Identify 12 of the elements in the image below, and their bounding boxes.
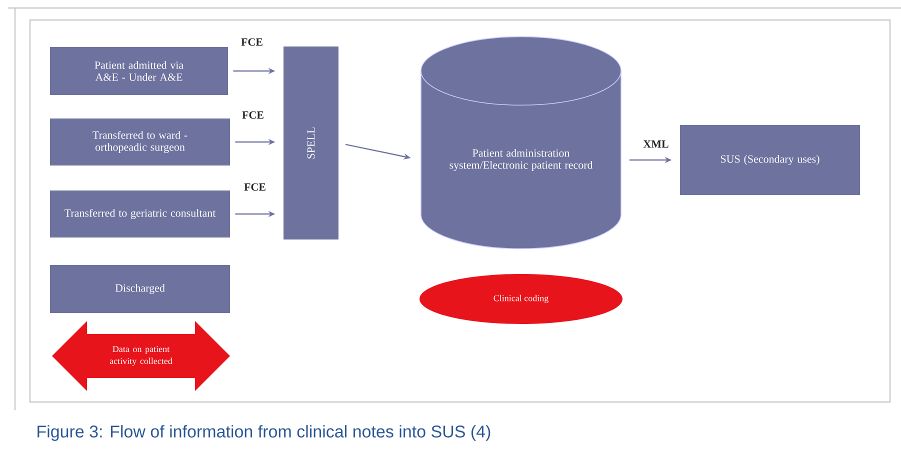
process-box: SUS (Secondary uses) [680, 125, 860, 195]
process-box: Patient admitted via A&E - Under A&E [50, 47, 228, 95]
figure-caption: Figure 3: Flow of information from clinical notes into SUS (4) [38, 425, 490, 441]
edge-label: XML [642, 139, 670, 149]
process-box: Transferred to ward - orthopeadic surgeon [50, 118, 230, 166]
process-box: Transferred to geriatric consultant [50, 190, 230, 238]
process-box: Discharged [50, 265, 230, 313]
edge-label: FCE [240, 37, 264, 47]
spell-bar: SPELL [284, 46, 338, 240]
edge-label: FCE [243, 182, 267, 192]
database-cylinder: Patient administration system/Electronic patient record [420, 36, 622, 250]
edge-label: FCE [241, 110, 265, 120]
